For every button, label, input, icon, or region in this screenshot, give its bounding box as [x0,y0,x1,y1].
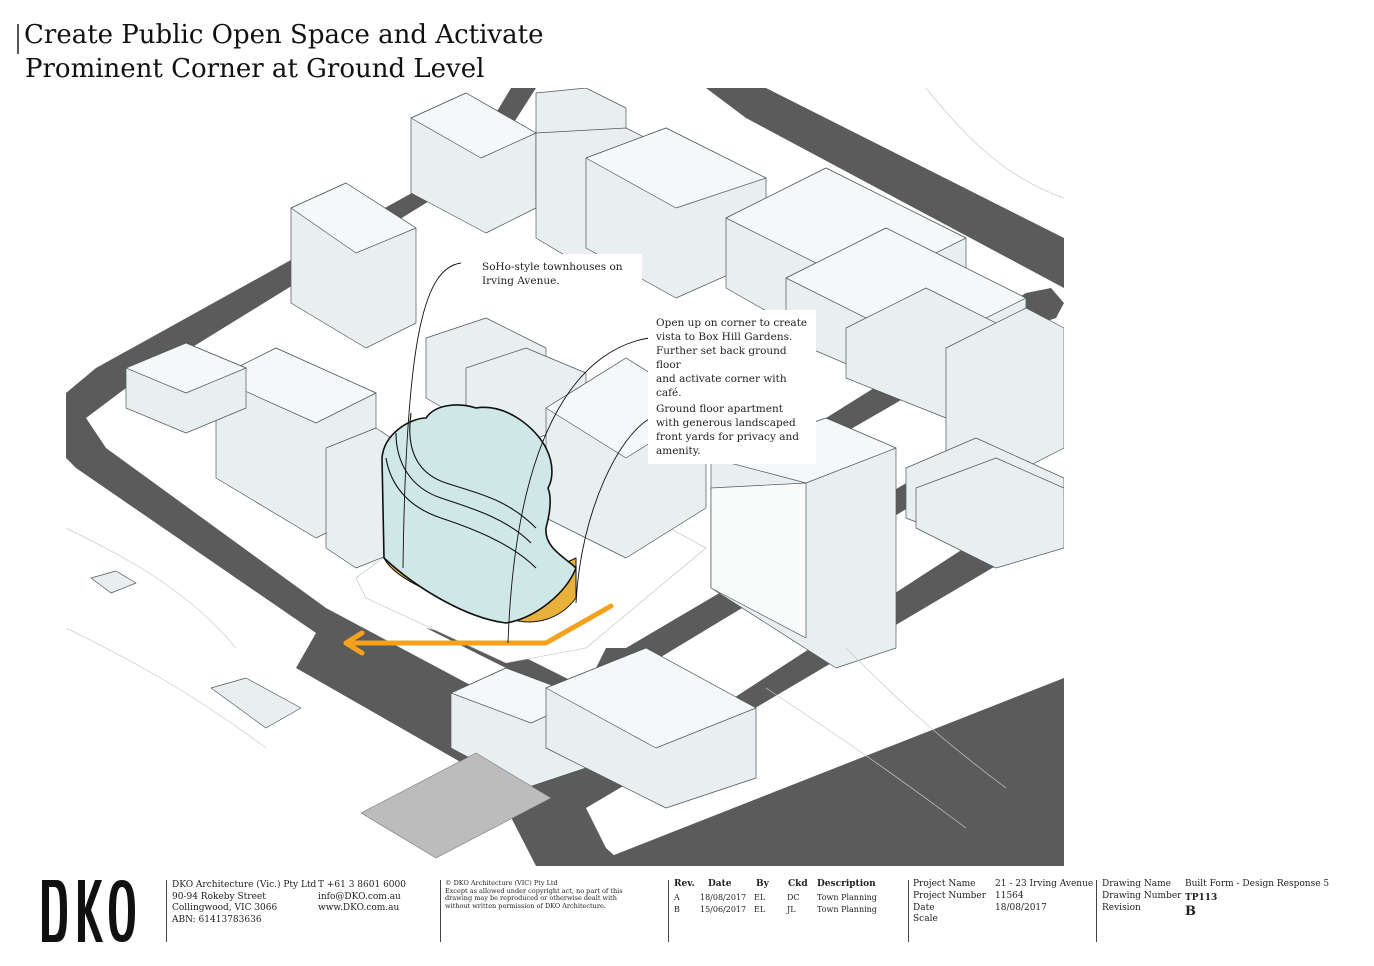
ckd-cell: DC [787,893,800,902]
page-title-line-2: Prominent Corner at Ground Level [25,54,485,84]
project-number-label: Project Number [913,891,987,901]
axonometric-site-drawing [66,88,1064,866]
project-date-label: Date [913,903,935,913]
company-street: 90-94 Rokeby Street [172,891,266,902]
callout-line: Ground floor apartment [656,403,783,415]
callout-line: front yards for privacy and [656,431,799,443]
title-divider [17,24,19,54]
copyright-line: without written permission of DKO Archit… [445,901,606,910]
copyright-line: © DKO Architecture (VIC) Pty Ltd [445,879,558,887]
carpark [360,752,552,859]
callout-line: SoHo-style townhouses on [482,261,623,273]
copyright-notice: © DKO Architecture (VIC) Pty Ltd Except … [445,879,623,910]
divider [166,880,167,942]
divider [1096,880,1097,942]
callout-townhouses: SoHo-style townhouses on Irving Avenue. [474,254,642,294]
drawing-number-label: Drawing Number [1102,891,1182,901]
drawing-number-value: TP113 [1185,893,1218,903]
date-header: Date [708,879,732,889]
description-header: Description [817,879,876,889]
company-address: DKO Architecture (Vic.) Pty Ltd 90-94 Ro… [172,880,316,926]
company-suburb: Collingwood, VIC 3066 [172,903,278,913]
callout-corner: Open up on corner to create vista to Box… [648,310,816,406]
project-scale-label: Scale [913,914,938,924]
page-title-line-1: Create Public Open Space and Activate [24,20,544,50]
ckd-cell: JL [787,905,796,914]
orange-path-arrow [343,603,614,656]
callout-line: Further set back ground floor [656,345,787,371]
drawing-name-value: Built Form - Design Response 5 [1185,879,1330,889]
by-cell: EL [754,905,766,914]
project-name-label: Project Name [913,879,976,889]
by-header: By [756,879,769,889]
rev-cell: B [674,905,680,914]
company-abn: ABN: 61413783636 [172,914,262,925]
description-cell: Town Planning [817,893,877,902]
dko-logo [42,880,135,942]
callout-line: with generous landscaped [656,417,796,429]
rev-header: Rev. [674,879,695,889]
contact-email[interactable]: info@DKO.com.au [318,891,401,902]
date-cell: 15/06/2017 [700,905,747,914]
divider [440,880,441,942]
proposed-tower [381,404,577,624]
project-name-value: 21 - 23 Irving Avenue [995,879,1094,889]
callout-line: Irving Avenue. [482,275,560,287]
divider [908,880,909,942]
callout-line: vista to Box Hill Gardens. [656,331,793,343]
copyright-line: Except as allowed under copyright act, n… [445,886,623,895]
by-cell: EL [754,893,766,902]
callout-ground-floor: Ground floor apartment with generous lan… [648,396,816,464]
contact-web[interactable]: www.DKO.com.au [318,903,400,913]
description-cell: Town Planning [817,905,877,914]
callout-line: amenity. [656,445,701,457]
rev-cell: A [674,893,680,902]
date-cell: 18/08/2017 [700,893,747,902]
copyright-line: drawing may be reproduced or otherwise d… [445,894,617,902]
revision-label: Revision [1102,903,1141,913]
contact-phone: T +61 3 8601 6000 [318,880,406,890]
project-number-value: 11564 [995,891,1024,901]
company-contact: T +61 3 8601 6000 info@DKO.com.au www.DK… [318,880,406,915]
revision-value: B [1185,904,1196,919]
project-date-value: 18/08/2017 [995,903,1047,913]
drawing-name-label: Drawing Name [1102,879,1171,889]
ckd-header: Ckd [788,879,808,889]
company-name: DKO Architecture (Vic.) Pty Ltd [172,880,317,890]
callout-line: Open up on corner to create [656,317,808,329]
divider [668,880,669,942]
